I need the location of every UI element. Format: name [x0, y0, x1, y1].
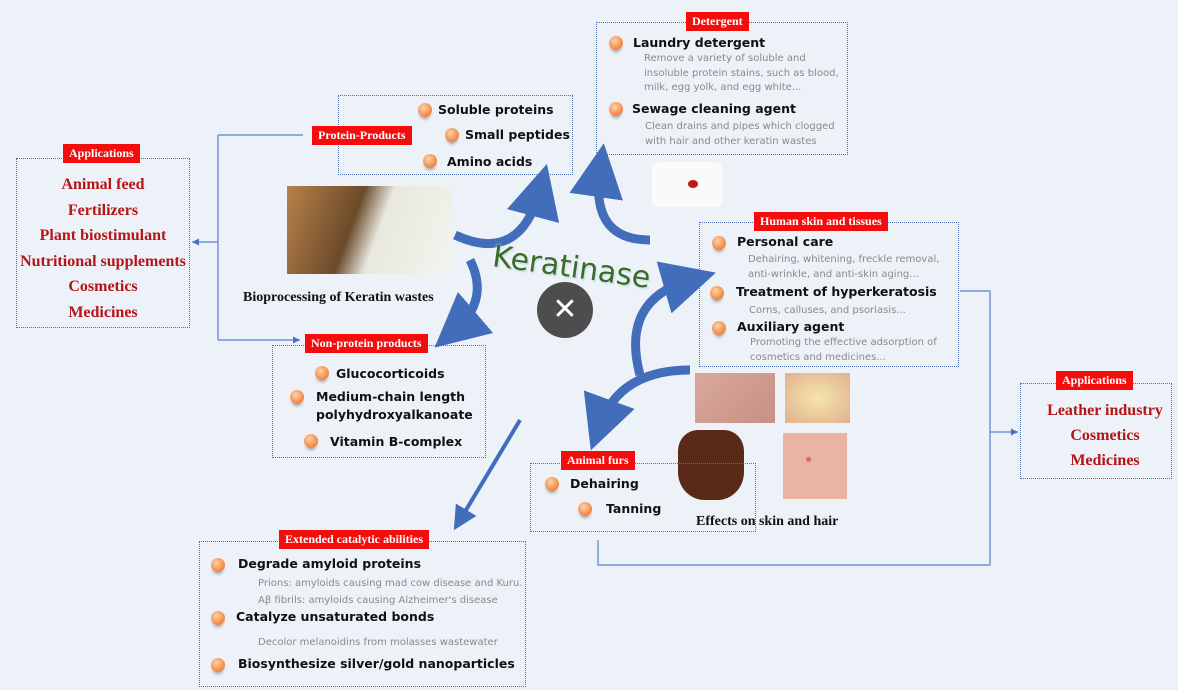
item: Personal care: [737, 234, 834, 249]
bullet-icon: [712, 321, 726, 335]
item: Laundry detergent: [633, 35, 766, 50]
item: Catalyze unsaturated bonds: [236, 609, 435, 624]
desc-line: anti-wrinkle, and anti-skin aging...: [748, 268, 919, 280]
arrow: [631, 261, 716, 377]
arrow: [453, 163, 560, 248]
application-item: Plant biostimulant: [39, 227, 167, 244]
arrow: [434, 257, 494, 348]
desc-line: Prions: amyloids causing mad cow disease…: [258, 578, 523, 589]
animal-furs-label: Animal furs: [561, 451, 635, 470]
item-desc: Decolor melanoidins from molasses wastew…: [258, 636, 498, 651]
bullet-icon: [418, 103, 432, 117]
item: Dehairing: [570, 476, 639, 491]
item: Glucocorticoids: [336, 366, 445, 381]
item-desc: Remove a variety of soluble and insoluble…: [644, 52, 839, 96]
desc-line: Remove a variety of soluble and: [644, 53, 806, 64]
application-item: Leather industry: [1047, 402, 1163, 419]
feather-waste-image: [287, 186, 452, 274]
bullet-icon: [290, 390, 304, 404]
item: Tanning: [606, 501, 662, 516]
desc-line: Decolor melanoidins from molasses wastew…: [258, 637, 498, 648]
bullet-icon: [578, 502, 592, 516]
bullet-icon: [211, 658, 225, 672]
desc-line: with hair and other keratin wastes: [645, 135, 817, 147]
item: Degrade amyloid proteins: [238, 556, 422, 571]
bullet-icon: [315, 366, 329, 380]
bullet-icon: [445, 128, 459, 142]
application-item: Medicines: [68, 303, 138, 321]
bullet-icon: [304, 434, 318, 448]
application-item: Nutritional supplements: [20, 252, 186, 270]
bioprocessing-caption: Bioprocessing of Keratin wastes: [243, 290, 434, 305]
bullet-icon: [545, 477, 559, 491]
bullet-icon: [609, 36, 623, 50]
item-desc: Clean drains and pipes which clogged with…: [645, 120, 835, 149]
item-desc: Dehairing, whitening, freckle removal, an…: [748, 253, 939, 282]
item: Amino acids: [447, 154, 533, 169]
left-applications-label: Applications: [63, 144, 140, 163]
bullet-icon: [423, 154, 437, 168]
skin-caption: Effects on skin and hair: [696, 514, 839, 529]
item: polyhydroxyalkanoate: [316, 407, 473, 422]
skin-hair-image: [695, 373, 775, 423]
leather-hide-image: [678, 430, 744, 500]
item: Soluble proteins: [438, 102, 554, 117]
acne-skin-image: [783, 433, 847, 499]
right-applications-list: Leather industry Cosmetics Medicines: [1020, 398, 1178, 473]
desc-line: Promoting the effective adsorption of: [750, 337, 937, 348]
item: Vitamin B-complex: [330, 434, 463, 449]
human-skin-label: Human skin and tissues: [754, 212, 888, 231]
bullet-icon: [211, 611, 225, 625]
cream-image: [785, 373, 850, 423]
item: Sewage cleaning agent: [632, 101, 796, 116]
item: Biosynthesize silver/gold nanoparticles: [238, 656, 515, 671]
item: Medium-chain length: [316, 389, 466, 404]
desc-line: Dehairing, whitening, freckle removal,: [748, 254, 940, 265]
desc-line: Corns, calluses, and psoriasis...: [749, 305, 906, 316]
desc-line: Aβ fibrils: amyloids causing Alzheimer's…: [258, 595, 498, 606]
application-item: Medicines: [1070, 452, 1140, 469]
arrow: [569, 143, 651, 245]
desc-line: cosmetics and medicines...: [750, 351, 886, 363]
item-desc: Promoting the effective adsorption of cos…: [750, 336, 937, 365]
protein-products-label: Protein-Products: [312, 126, 412, 145]
detergent-label: Detergent: [686, 12, 749, 31]
arrow: [583, 365, 691, 451]
desc-line: milk, egg yolk, and egg white...: [644, 82, 802, 93]
stained-shirt-image: [652, 162, 722, 207]
animal-furs-box: [530, 463, 756, 532]
non-protein-label: Non-protein products: [305, 334, 428, 353]
item: Treatment of hyperkeratosis: [736, 284, 937, 299]
desc-line: insoluble protein stains, such as blood,: [644, 67, 839, 79]
desc-line: Clean drains and pipes which clogged: [645, 121, 835, 132]
application-item: Fertilizers: [67, 201, 139, 219]
tools-icon: ✕: [537, 282, 593, 338]
left-applications-list: Animal feed Fertilizers Plant biostimula…: [10, 172, 196, 325]
item-desc: Corns, calluses, and psoriasis...: [749, 304, 906, 319]
extended-label: Extended catalytic abilities: [279, 530, 429, 549]
application-item: Cosmetics: [68, 278, 138, 295]
bullet-icon: [712, 236, 726, 250]
bullet-icon: [609, 102, 623, 116]
bullet-icon: [211, 558, 225, 572]
application-item: Animal feed: [61, 176, 145, 193]
item-desc: Prions: amyloids causing mad cow disease…: [258, 575, 523, 609]
bullet-icon: [710, 286, 724, 300]
right-applications-label: Applications: [1056, 371, 1133, 390]
item: Auxiliary agent: [737, 319, 845, 334]
item: Small peptides: [465, 127, 570, 142]
application-item: Cosmetics: [1070, 427, 1140, 444]
